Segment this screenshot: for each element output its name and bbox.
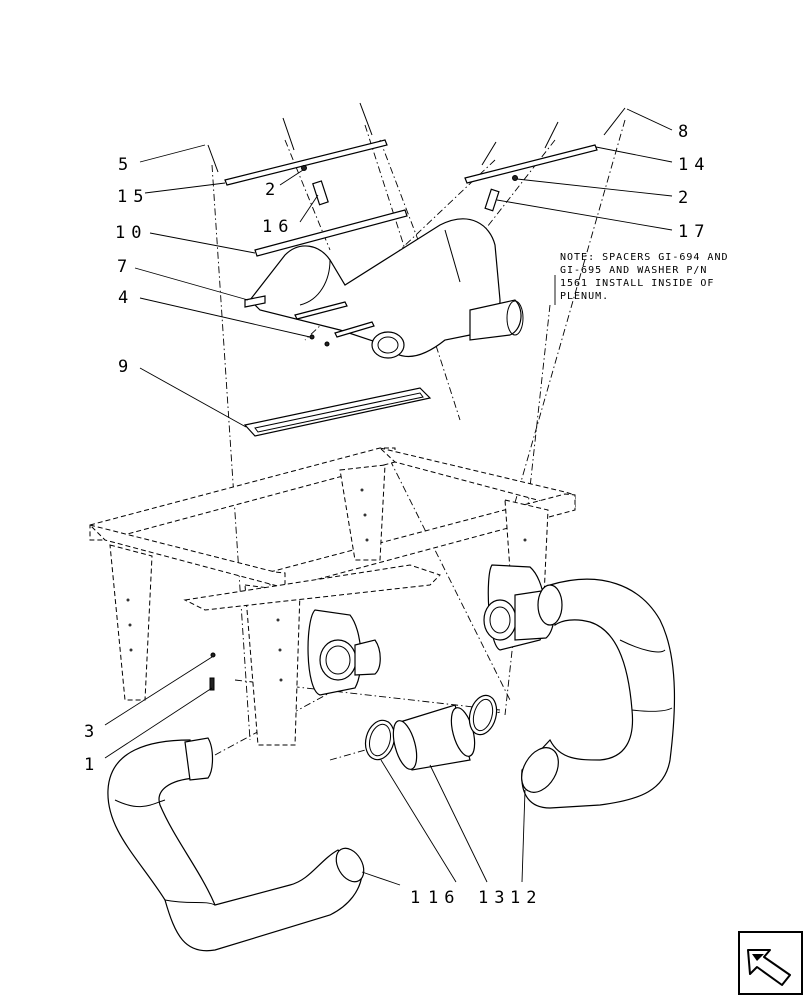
callout-labels: 5 15 2 16 10 7 4 9 8 14 2 17 3 1 1 16 13… bbox=[84, 122, 710, 908]
spacer-16 bbox=[312, 180, 329, 206]
duct-right-12 bbox=[521, 578, 676, 809]
callout-7: 7 bbox=[117, 257, 133, 277]
callout-15: 15 bbox=[117, 187, 149, 207]
blower-right bbox=[483, 564, 556, 651]
note-line-3: 1561 INSTALL INSIDE OF bbox=[560, 278, 714, 289]
callout-9: 9 bbox=[118, 357, 134, 377]
callout-2-right: 2 bbox=[678, 188, 694, 208]
washer-2-left bbox=[301, 165, 307, 171]
bolts-top-left bbox=[207, 102, 373, 173]
bolts-top-right bbox=[481, 107, 626, 166]
frame-bolt-holes bbox=[126, 488, 529, 682]
washer-4b bbox=[324, 341, 330, 347]
plenum bbox=[244, 218, 524, 359]
callout-3: 3 bbox=[84, 722, 100, 742]
return-arrow-icon[interactable] bbox=[738, 931, 803, 995]
callout-2-left: 2 bbox=[265, 180, 281, 200]
strip-10 bbox=[254, 209, 408, 257]
note-line-2: GI-695 AND WASHER P/N bbox=[560, 265, 707, 276]
callout-14: 14 bbox=[678, 155, 710, 175]
hose-coupler-13 bbox=[392, 704, 476, 771]
callout-17: 17 bbox=[678, 222, 710, 242]
bolt-1 bbox=[209, 677, 215, 691]
washer-2-right bbox=[512, 175, 518, 181]
callout-5: 5 bbox=[118, 155, 134, 175]
callout-12: 12 bbox=[510, 888, 542, 908]
washer-3 bbox=[210, 652, 216, 658]
callout-13: 13 bbox=[478, 888, 510, 908]
strip-15 bbox=[224, 139, 388, 186]
strip-14 bbox=[464, 144, 598, 184]
leader-lines bbox=[104, 108, 673, 886]
blower-left bbox=[307, 609, 381, 696]
gasket-9 bbox=[243, 387, 432, 437]
callout-4: 4 bbox=[118, 288, 134, 308]
note-line-1: NOTE: SPACERS GI-694 AND bbox=[560, 252, 729, 263]
note-line-4: PLENUM. bbox=[560, 291, 609, 302]
callout-10: 10 bbox=[115, 223, 147, 243]
hose-clamp-right bbox=[468, 694, 498, 736]
spacer-17 bbox=[484, 188, 500, 212]
washer-4a bbox=[309, 334, 315, 340]
callout-8: 8 bbox=[678, 122, 694, 142]
callout-16-bottom: 16 bbox=[428, 888, 460, 908]
callout-16-top: 16 bbox=[262, 217, 294, 237]
hose-clamp-left bbox=[364, 719, 396, 761]
callout-1-b: 1 bbox=[410, 888, 426, 908]
installation-note: NOTE: SPACERS GI-694 AND GI-695 AND WASH… bbox=[560, 252, 729, 302]
callout-1: 1 bbox=[84, 755, 100, 775]
duct-left-11 bbox=[107, 737, 365, 952]
